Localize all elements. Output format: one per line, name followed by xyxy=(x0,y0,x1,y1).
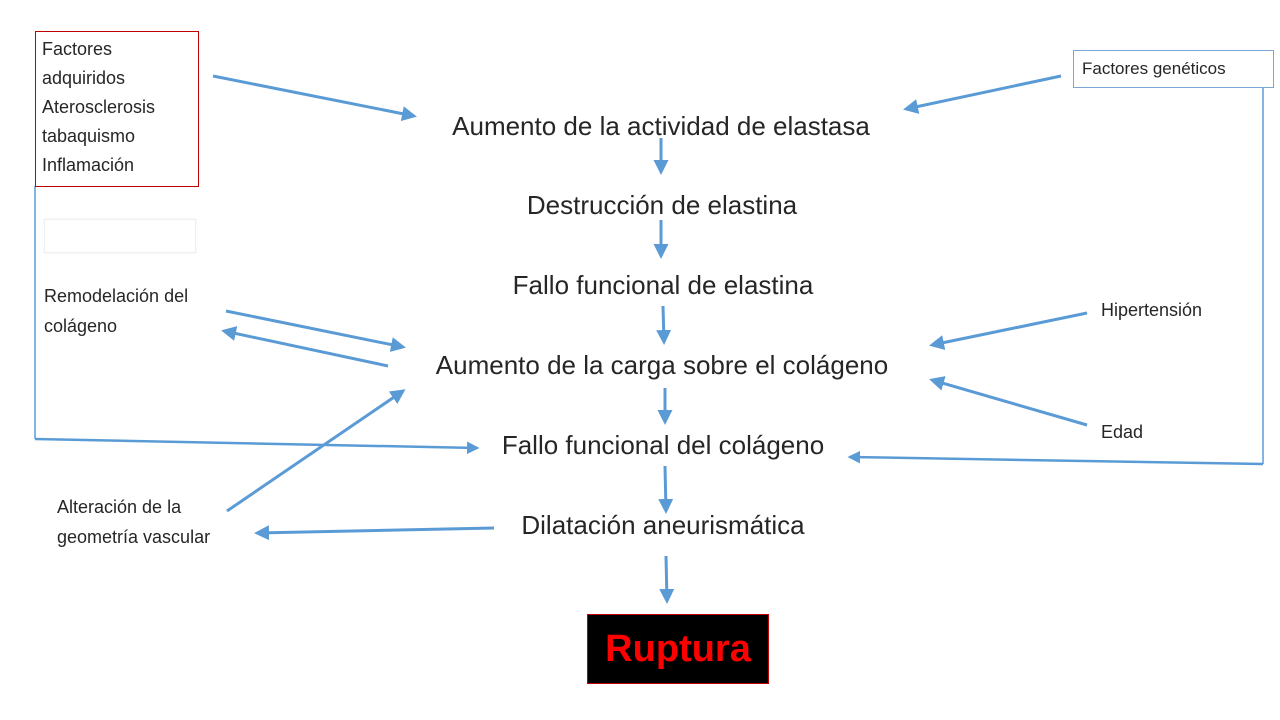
vascular-geometry-line-2: geometría vascular xyxy=(57,527,211,547)
arrow-genetic-collagen-failure xyxy=(847,450,1264,466)
arrow-remodeling-load xyxy=(225,309,406,352)
genetic-factors-label: Factores genéticos xyxy=(1082,59,1226,78)
step-aneurysmal-dilatation: Dilatación aneurismática xyxy=(521,510,805,540)
arrow-acquired-collagen-failure xyxy=(34,437,480,455)
collagen-remodeling-line-1: Remodelación del xyxy=(44,286,189,306)
step-elastase-activity: Aumento de la actividad de elastasa xyxy=(452,111,870,141)
vascular-geometry-line-1: Alteración de la xyxy=(57,497,182,517)
arrow-load-remodeling xyxy=(221,326,389,368)
arrow-geometry-load xyxy=(226,389,406,513)
arrow-age-load xyxy=(929,376,1088,427)
vascular-geometry-label: Alteración de la geometría vascular xyxy=(57,492,257,552)
collagen-remodeling-label: Remodelación del colágeno xyxy=(44,281,244,341)
step-elastin-failure: Fallo funcional de elastina xyxy=(512,270,814,300)
step-collagen-load: Aumento de la carga sobre el colágeno xyxy=(435,350,889,380)
acquired-factors-line-5: Inflamación xyxy=(42,155,135,175)
step-collagen-failure: Fallo funcional del colágeno xyxy=(501,430,825,460)
acquired-factors-line-2: adquiridos xyxy=(42,68,126,88)
final-rupture-box: Ruptura xyxy=(587,614,769,684)
arrow-step6-final xyxy=(659,555,675,604)
acquired-factors-line-1: Factores xyxy=(42,39,113,59)
arrow-step5-step6 xyxy=(658,465,674,514)
acquired-factors-line-4: tabaquismo xyxy=(42,126,136,146)
acquired-factors-box: Factores adquiridos Aterosclerosis tabaq… xyxy=(35,31,199,187)
empty-placeholder-box xyxy=(44,219,196,253)
step-elastin-destruction: Destrucción de elastina xyxy=(526,190,798,220)
arrow-acquired-elastase xyxy=(212,74,417,122)
arrow-genetic-elastase xyxy=(903,74,1062,114)
arrow-dilatation-geometry xyxy=(254,525,495,541)
arrow-step3-step4 xyxy=(656,305,672,345)
hypertension-label: Hipertensión xyxy=(1101,300,1203,320)
arrow-hypertension-load xyxy=(929,311,1088,350)
acquired-factors-line-3: Aterosclerosis xyxy=(42,97,156,117)
genetic-factors-box: Factores genéticos xyxy=(1073,50,1274,88)
age-label: Edad xyxy=(1101,422,1144,442)
collagen-remodeling-line-2: colágeno xyxy=(44,316,118,336)
